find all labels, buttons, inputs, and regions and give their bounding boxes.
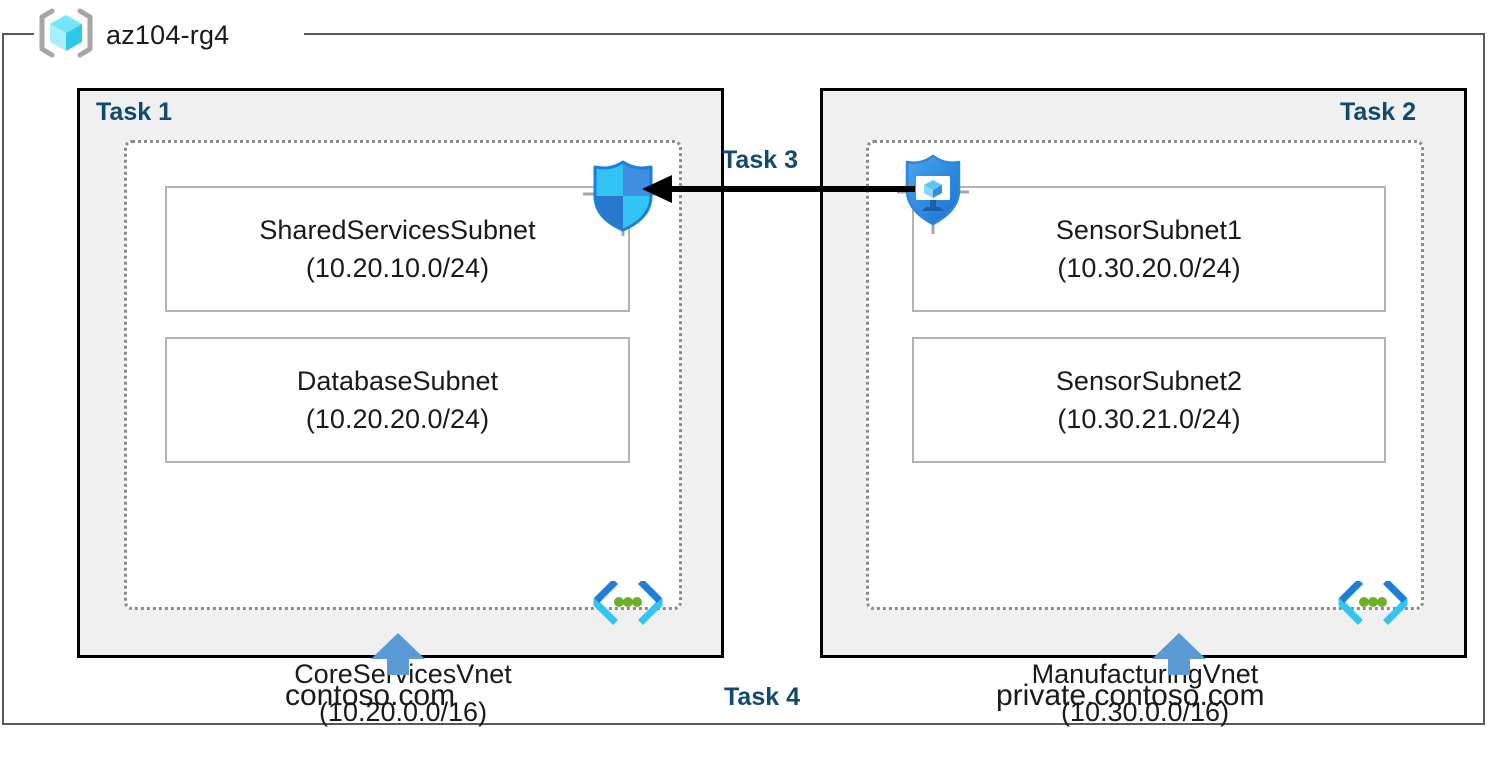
core-services-vnet-caption: CoreServicesVnet (10.20.0.0/16): [127, 655, 679, 732]
resource-group-title: az104-rg4: [38, 8, 229, 62]
subnet-database: DatabaseSubnet (10.20.20.0/24): [165, 337, 630, 463]
subnet-shared-services: SharedServicesSubnet (10.20.10.0/24): [165, 186, 630, 312]
task-3-label: Task 3: [722, 146, 798, 174]
dns-zone-name-contoso: contoso.com: [285, 679, 456, 712]
subnet-name: SensorSubnet1: [1055, 214, 1243, 245]
task-2-label: Task 2: [1340, 98, 1416, 126]
resource-group-outline: [2, 33, 1485, 725]
task-1-label: Task 1: [96, 98, 172, 126]
subnet-sensor-2: SensorSubnet2 (10.30.21.0/24): [912, 337, 1386, 463]
vnet-address-space: (10.20.0.0/16): [318, 697, 488, 728]
azure-resource-group-cube-icon: [38, 7, 94, 64]
task-4-label: Task 4: [724, 683, 800, 711]
subnet-address-space: (10.20.20.0/24): [305, 404, 490, 434]
subnet-name: DatabaseSubnet: [296, 365, 499, 396]
dns-zone-name-private-contoso: private.contoso.com: [996, 679, 1265, 712]
vnet-address-space: (10.30.0.0/16): [1060, 697, 1230, 728]
resource-group-name: az104-rg4: [106, 19, 230, 50]
subnet-address-space: (10.20.10.0/24): [305, 253, 490, 283]
azure-firewall-shield-icon: [583, 156, 663, 236]
dns-zone-brackets-icon: [592, 579, 664, 625]
subnet-sensor-1: SensorSubnet1 (10.30.20.0/24): [912, 186, 1386, 312]
dns-zone-brackets-icon: [1337, 579, 1409, 625]
vnet-name: ManufacturingVnet: [1031, 659, 1259, 689]
dns-link-up-arrow: [371, 633, 425, 675]
left-arrow-icon: [640, 172, 915, 206]
subnet-address-space: (10.30.20.0/24): [1057, 253, 1241, 283]
subnet-name: SensorSubnet2: [1055, 365, 1243, 396]
subnet-name: SharedServicesSubnet: [259, 214, 536, 245]
manufacturing-vnet-caption: ManufacturingVnet (10.30.0.0/16): [869, 655, 1421, 732]
azure-bastion-shield-vm-icon: [897, 152, 969, 234]
dns-link-up-arrow: [1152, 633, 1206, 675]
subnet-address-space: (10.30.21.0/24): [1057, 404, 1241, 434]
